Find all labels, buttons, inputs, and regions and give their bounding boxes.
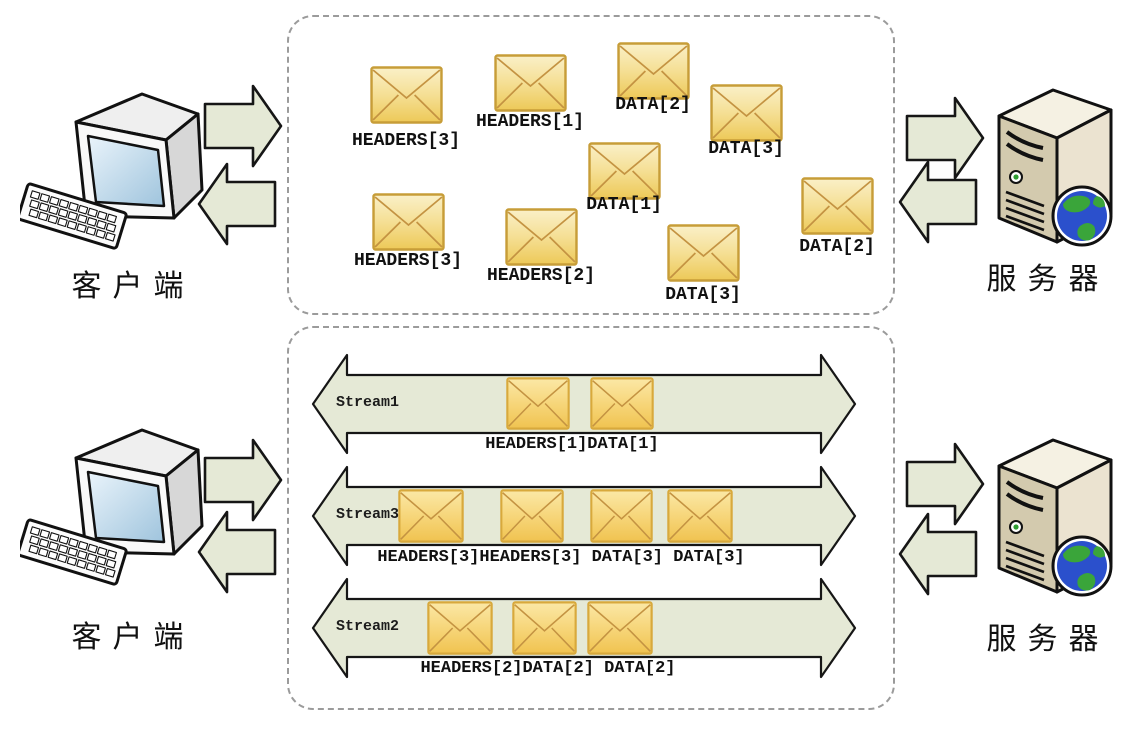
envelope-icon [427,601,493,655]
server-icon [985,76,1130,261]
frame-label: HEADERS[3] [351,131,461,151]
server-icon [985,426,1130,611]
streams-panel-border [287,326,895,710]
envelope-icon [590,377,654,430]
stream-frames-caption: HEADERS[2]DATA[2] DATA[2] [420,659,676,678]
arrow-left-icon [898,158,978,246]
server-label: 服务器 [986,263,1110,296]
envelope-icon [500,489,564,543]
envelope-icon [506,377,570,430]
frame-label: DATA[2] [799,237,875,257]
client-computer-icon [20,88,220,260]
envelope-icon [587,601,653,655]
frame-label: HEADERS[3] [353,251,463,271]
envelope-icon [398,489,464,543]
arrow-left-icon [898,510,978,598]
frame-label: DATA[2] [615,95,691,115]
stream-name-label: Stream2 [336,618,400,635]
envelope-icon [801,177,874,235]
arrow-right-icon [905,440,985,528]
arrow-left-icon [197,160,277,248]
frame-label: DATA[1] [586,195,662,215]
envelope-icon [588,142,661,200]
stream-frames-caption: HEADERS[1]DATA[1] [485,435,659,454]
client-label: 客户端 [71,270,195,303]
envelope-icon [590,489,653,543]
frame-label: HEADERS[2] [486,266,596,286]
frames-panel-border [287,15,895,315]
arrow-right-icon [203,436,283,524]
stream-name-label: Stream1 [336,394,400,411]
client-computer-icon [20,424,220,596]
frame-label: DATA[3] [665,285,741,305]
envelope-icon [494,54,567,112]
frame-label: HEADERS[1] [475,112,585,132]
frame-label: DATA[3] [708,139,784,159]
envelope-icon [370,66,443,124]
envelope-icon [512,601,577,655]
envelope-icon [667,489,733,543]
stream-frames-caption: HEADERS[3]HEADERS[3] DATA[3] DATA[3] [377,548,745,567]
envelope-icon [667,224,740,282]
server-label: 服务器 [986,623,1110,656]
arrow-right-icon [203,82,283,170]
envelope-icon [505,208,578,266]
stream-name-label: Stream3 [336,506,400,523]
client-label: 客户端 [71,621,195,654]
stream-arrow-icon [310,352,858,456]
arrow-left-icon [197,508,277,596]
arrow-right-icon [905,94,985,182]
envelope-icon [372,193,445,251]
envelope-icon [617,42,690,100]
envelope-icon [710,84,783,142]
